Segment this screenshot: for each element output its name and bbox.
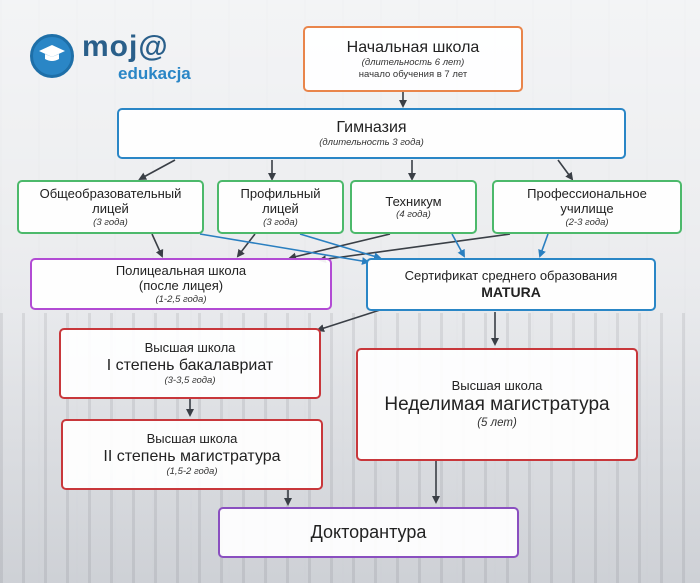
node-doctorate: Докторантура (218, 507, 519, 558)
arrow-technikum-matura (451, 233, 465, 258)
arrow-general-matura (199, 233, 370, 265)
moja-edukacja-logo: moj@ edukacja (30, 30, 200, 86)
node-bachelor: Высшая школа I степень бакалавриат (3-3,… (59, 328, 321, 399)
node-note: (3 года) (263, 216, 298, 228)
node-title: Начальная школа (346, 39, 480, 57)
node-note: (4 года) (396, 209, 431, 221)
node-title: Общеобразовательный (39, 185, 182, 201)
logo-word-top: moj@ (82, 30, 169, 63)
node-title: Неделимая магистратура (384, 394, 610, 415)
logo-word-bottom: edukacja (118, 64, 191, 83)
node-note: (длительность 6 лет) (361, 57, 465, 69)
arrow-gym-vocational (557, 159, 574, 181)
node-note: (2-3 года) (565, 216, 609, 228)
node-title: Высшая школа (451, 378, 543, 394)
node-uniform-master: Высшая школа Неделимая магистратура (5 л… (356, 348, 638, 461)
node-general-lyceum: Общеобразовательный лицей (3 года) (17, 180, 204, 234)
node-title: Сертификат среднего образования (404, 268, 618, 284)
arrow-vocational-postlyceum (318, 233, 511, 264)
arrow-gym-general (138, 159, 176, 180)
arrow-profile-postlyceum (236, 233, 256, 258)
node-title: Полицеальная школа (115, 262, 247, 278)
node-title: MATURA (481, 283, 541, 300)
node-note: (5 лет) (477, 416, 517, 429)
arrow-matura-bachelor (316, 309, 381, 332)
node-note: (1,5-2 года) (166, 466, 218, 478)
node-matura: Сертификат среднего образования MATURA (366, 258, 656, 311)
node-title: лицей (92, 201, 129, 217)
node-note: (1-2,5 года) (155, 293, 207, 305)
node-vocational-school: Профессиональное училище (2-3 года) (492, 180, 682, 234)
arrow-profile-matura (299, 233, 382, 261)
node-title: Докторантура (310, 521, 427, 542)
node-title: I степень бакалавриат (106, 357, 274, 374)
node-note: (3-3,5 года) (164, 375, 216, 387)
node-note: начало обучения в 7 лет (358, 68, 468, 80)
node-primary-school: Начальная школа (длительность 6 лет) нач… (303, 26, 523, 92)
node-title: Профильный (240, 185, 321, 201)
arrow-general-postlyceum (151, 233, 164, 258)
node-title: училище (560, 201, 614, 217)
node-title: Высшая школа (146, 431, 238, 447)
node-title: Высшая школа (144, 340, 236, 356)
node-title: Техникум (385, 193, 442, 209)
node-gymnasium: Гимназия (длительность 3 года) (117, 108, 626, 159)
node-title: Гимназия (336, 119, 407, 137)
node-title: (после лицея) (138, 278, 224, 294)
node-technikum: Техникум (4 года) (350, 180, 477, 234)
arrow-vocational-matura (538, 233, 549, 258)
node-title: лицей (262, 201, 299, 217)
node-profile-lyceum: Профильный лицей (3 года) (217, 180, 344, 234)
node-title: Профессиональное (527, 185, 647, 201)
node-note: (3 года) (93, 216, 128, 228)
node-master: Высшая школа II степень магистратура (1,… (61, 419, 323, 490)
node-post-lyceum: Полицеальная школа (после лицея) (1-2,5 … (30, 258, 332, 310)
graduation-cap-icon (39, 45, 65, 61)
node-title: II степень магистратура (103, 448, 281, 465)
node-note: (длительность 3 года) (319, 137, 424, 149)
